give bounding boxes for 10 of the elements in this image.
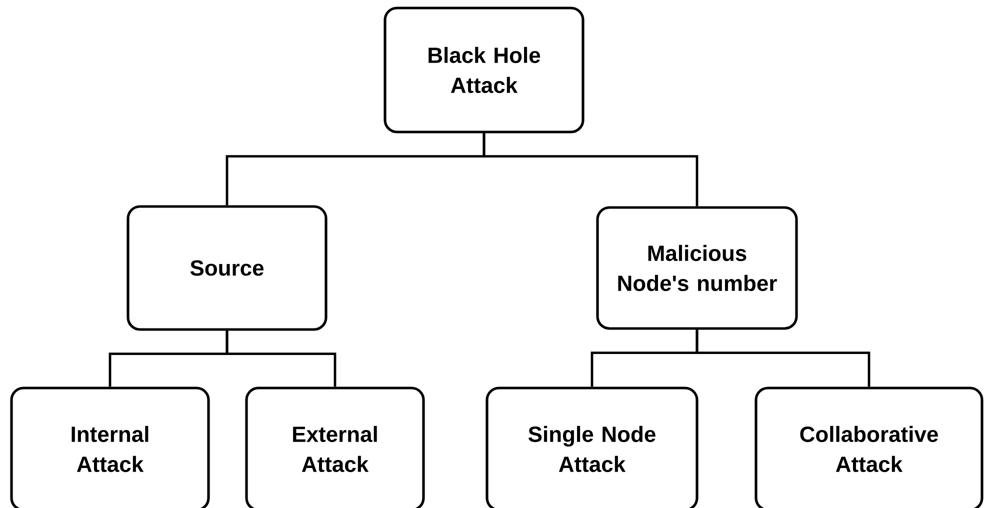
category-box: Single Node Attack (486, 386, 698, 508)
category-box: Collaborative Attack (754, 386, 984, 508)
connector-line (226, 330, 336, 387)
category-box: External Attack (245, 386, 425, 508)
category-box: Internal Attack (10, 386, 210, 508)
connector-line (482, 133, 698, 206)
category-box: Black Hole Attack (384, 6, 584, 134)
category-box: Source (126, 205, 328, 331)
connector-line (696, 330, 870, 387)
category-box: Malicious Node's number (596, 206, 798, 330)
